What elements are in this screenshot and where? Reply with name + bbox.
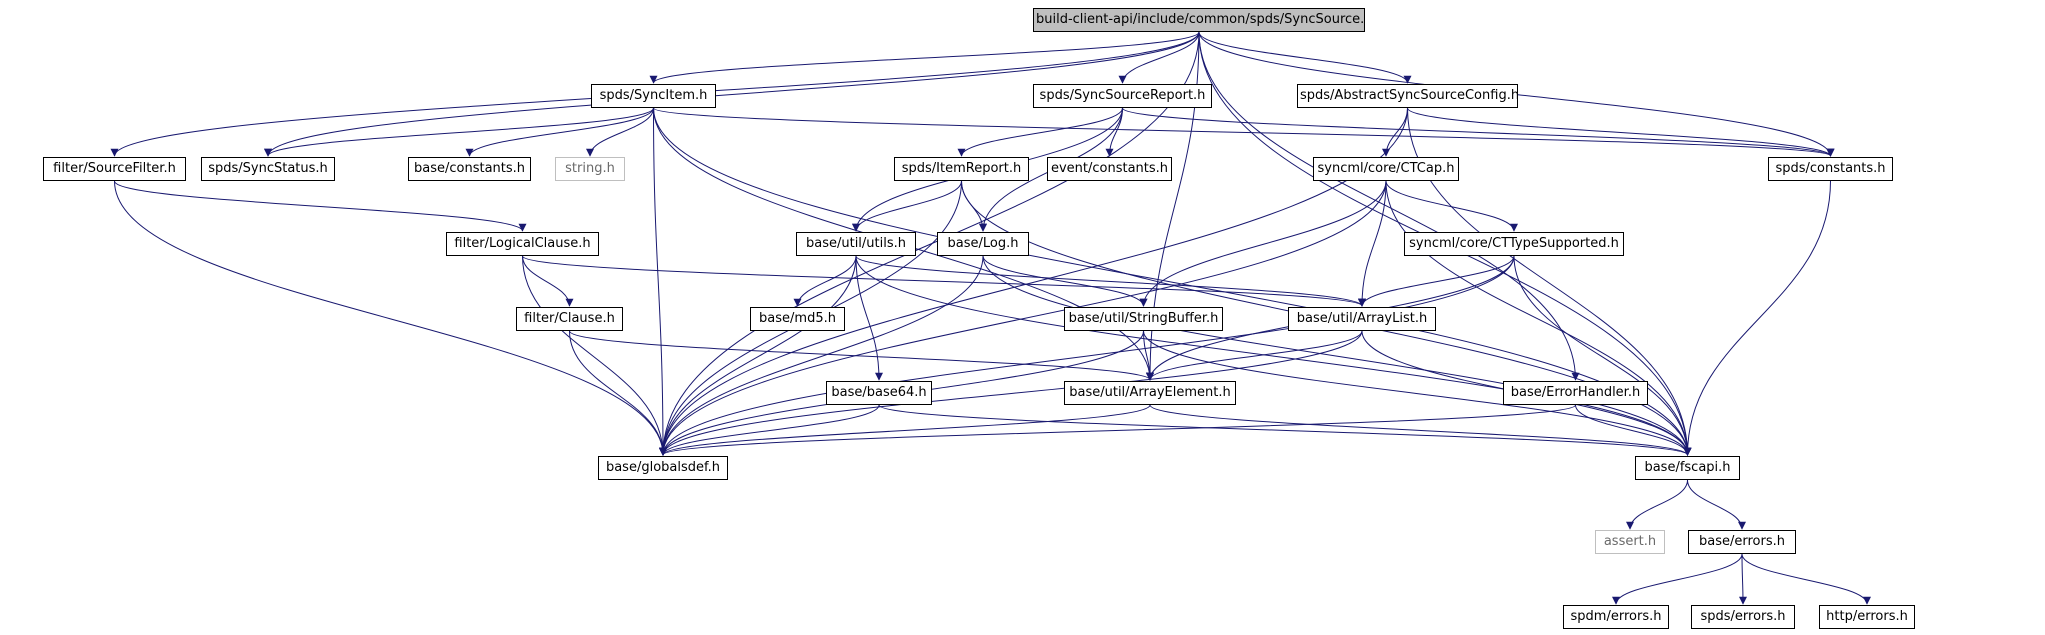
edge-arrayelement-to-globalsdef (659, 404, 1151, 456)
edge-itemreport-to-utils (852, 180, 962, 232)
node-globalsdef-h[interactable]: base/globalsdef.h (598, 456, 728, 480)
node-base-constants-h[interactable]: base/constants.h (408, 157, 531, 181)
edge-stringbuffer-to-fscapi (1143, 330, 1692, 456)
edge-syncitem-to-stringh (586, 107, 654, 157)
edge-ctcap-to-fscapi (1385, 180, 1692, 456)
edge-syncsource-to-syncstatus (264, 31, 1200, 157)
edge-abstractconfig-to-spdsconstants (1407, 107, 1835, 157)
node-arraylist-h[interactable]: base/util/ArrayList.h (1288, 307, 1436, 331)
edge-baseerrors-to-httperrors (1741, 553, 1871, 605)
edge-logicalclause-to-clause (522, 255, 574, 307)
node-http-errors-h[interactable]: http/errors.h (1819, 605, 1915, 629)
edge-logicalclause-to-arraylist (522, 255, 1366, 307)
node-utils-h[interactable]: base/util/utils.h (796, 232, 916, 256)
node-syncitem-h[interactable]: spds/SyncItem.h (591, 84, 716, 108)
node-syncsourcereport-h[interactable]: spds/SyncSourceReport.h (1033, 84, 1212, 108)
edge-clause-to-arrayelement (569, 330, 1154, 381)
node-base-errors-h[interactable]: base/errors.h (1688, 530, 1796, 554)
edge-utils-to-fscapi (855, 255, 1692, 456)
edge-arraylist-to-globalsdef (659, 330, 1363, 456)
edge-log-to-fscapi (982, 255, 1692, 456)
edge-syncsource-to-syncitem (649, 31, 1200, 84)
edge-syncsourcereport-to-spdsconstants (1122, 107, 1835, 157)
edge-baseerrors-to-spdmerrors (1612, 553, 1743, 605)
node-syncstatus-h[interactable]: spds/SyncStatus.h (201, 157, 335, 181)
edge-syncitem-to-spdsconstants (653, 107, 1835, 157)
edge-utils-to-base64 (855, 255, 883, 381)
node-base64-h[interactable]: base/base64.h (826, 381, 932, 405)
edge-syncsource-to-errorhandler (1198, 31, 1580, 381)
node-clause-h[interactable]: filter/Clause.h (516, 307, 623, 331)
edge-log-to-globalsdef (659, 255, 984, 456)
edge-base64-to-fscapi (878, 404, 1692, 456)
node-itemreport-h[interactable]: spds/ItemReport.h (894, 157, 1029, 181)
edge-ctcap-to-globalsdef (659, 180, 1387, 456)
edge-utils-to-globalsdef (659, 255, 857, 456)
edge-arraylist-to-arrayelement (1146, 330, 1363, 381)
node-cttypesupported-h[interactable]: syncml/core/CTTypeSupported.h (1404, 232, 1624, 256)
node-event-constants-h[interactable]: event/constants.h (1047, 157, 1172, 181)
edge-syncitem-to-globalsdef (653, 107, 667, 456)
node-arrayelement-h[interactable]: base/util/ArrayElement.h (1064, 381, 1236, 405)
edge-syncsource-to-abstractconfig (1198, 31, 1412, 84)
node-stringbuffer-h[interactable]: base/util/StringBuffer.h (1064, 307, 1223, 331)
edge-ctcap-to-arraylist (1358, 180, 1387, 307)
node-ctcap-h[interactable]: syncml/core/CTCap.h (1313, 157, 1459, 181)
node-errorhandler-h[interactable]: base/ErrorHandler.h (1503, 381, 1648, 405)
edge-sourcefilter-to-globalsdef (114, 180, 667, 456)
node-assert-h[interactable]: assert.h (1595, 530, 1665, 554)
edge-spdsconstants-to-fscapi (1683, 180, 1831, 456)
edge-sourcefilter-to-logicalclause (114, 180, 527, 232)
edge-utils-to-arraylist (855, 255, 1366, 307)
edge-syncsource-to-syncsourcereport (1118, 31, 1200, 84)
node-string-h[interactable]: string.h (555, 157, 625, 181)
edge-logicalclause-to-globalsdef (522, 255, 667, 456)
edge-base64-to-globalsdef (659, 404, 880, 456)
edge-cttype-to-globalsdef (659, 255, 1515, 456)
node-spds-errors-h[interactable]: spds/errors.h (1691, 605, 1795, 629)
edge-errorhandler-to-fscapi (1575, 404, 1692, 456)
node-sourcefilter-h[interactable]: filter/SourceFilter.h (43, 157, 186, 181)
node-md5-h[interactable]: base/md5.h (750, 307, 845, 331)
edge-fscapi-to-baseerrors (1687, 479, 1746, 530)
node-spdm-errors-h[interactable]: spdm/errors.h (1563, 605, 1669, 629)
edge-utils-to-md5 (793, 255, 857, 307)
node-abstractsyncsourceconfig-h[interactable]: spds/AbstractSyncSourceConfig.h (1297, 84, 1518, 108)
edge-syncsourcereport-to-itemreport (957, 107, 1123, 157)
node-spds-constants-h[interactable]: spds/constants.h (1768, 157, 1893, 181)
edge-fscapi-to-asserth (1626, 479, 1688, 530)
edge-log-to-stringbuffer (982, 255, 1148, 307)
edge-baseerrors-to-spdserrors (1738, 553, 1747, 605)
edge-arrayelement-to-fscapi (1149, 404, 1692, 456)
edge-errorhandler-to-globalsdef (659, 404, 1576, 456)
edge-ctcap-to-cttype (1385, 180, 1518, 232)
node-fscapi-h[interactable]: base/fscapi.h (1635, 456, 1740, 480)
edge-cttype-to-arraylist (1358, 255, 1515, 307)
edge-syncitem-to-baseconstants (465, 107, 654, 157)
edge-ctcap-to-stringbuffer (1139, 180, 1387, 307)
edge-cttype-to-fscapi (1513, 255, 1692, 456)
node-syncsource-h[interactable]: build-client-api/include/common/spds/Syn… (1033, 8, 1365, 32)
node-log-h[interactable]: base/Log.h (937, 232, 1029, 256)
node-logicalclause-h[interactable]: filter/LogicalClause.h (446, 232, 599, 256)
edge-clause-to-globalsdef (569, 330, 667, 456)
edge-syncitem-to-syncstatus (264, 107, 654, 157)
dependency-edges (110, 31, 1871, 605)
